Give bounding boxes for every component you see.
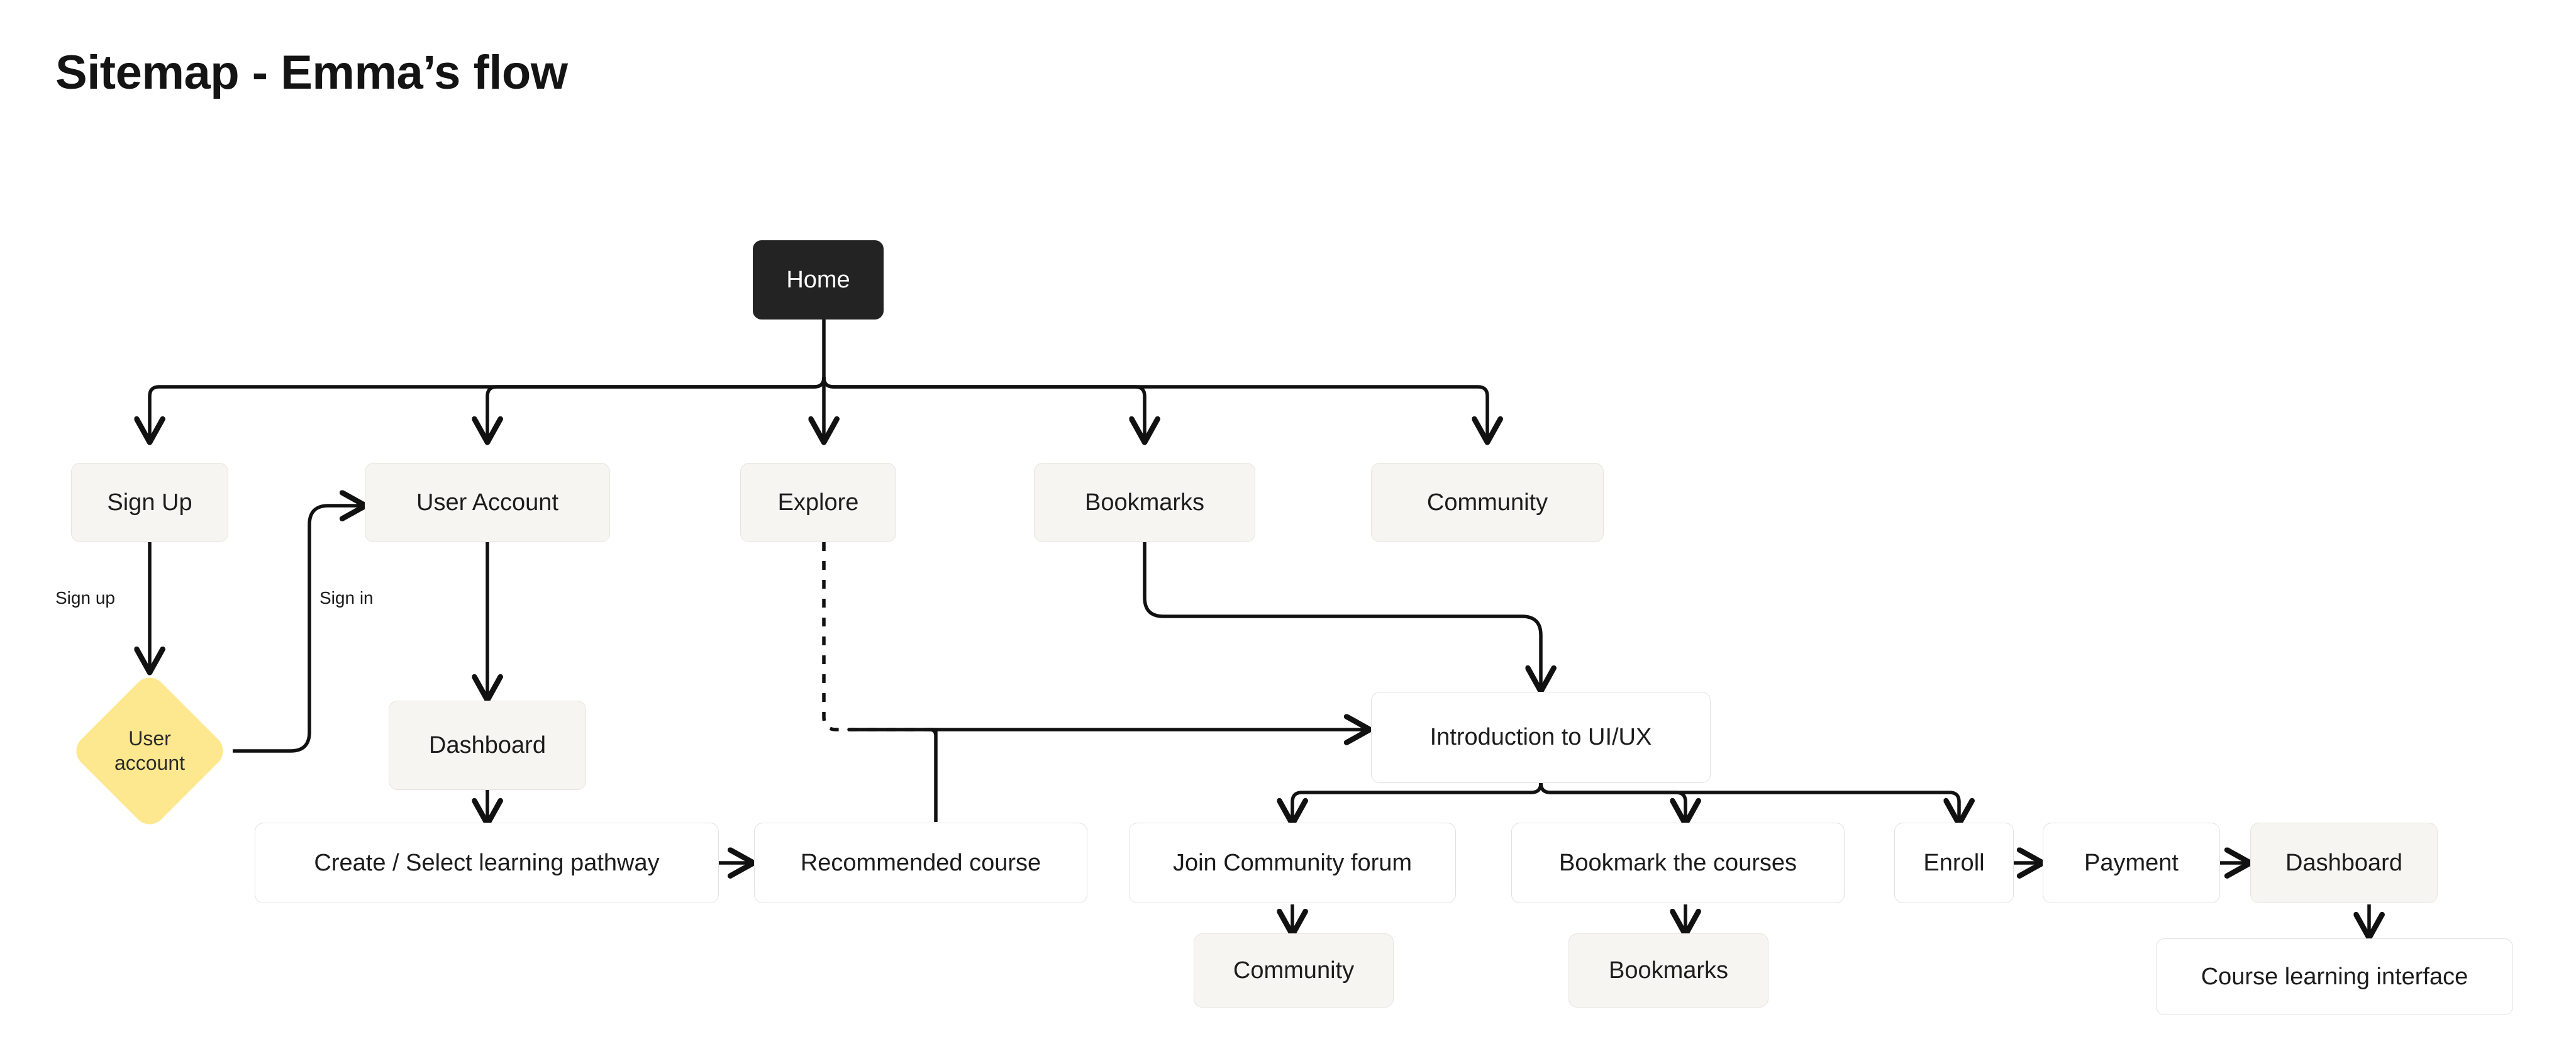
- edge-intro-bookmarkcourses: [1539, 782, 1685, 822]
- node-community-top-label: Community: [1426, 489, 1548, 516]
- node-dashboard-2-label: Dashboard: [2285, 849, 2402, 876]
- node-sign-up-label: Sign Up: [107, 489, 192, 516]
- node-introduction-to-ui-ux-label: Introduction to UI/UX: [1430, 724, 1652, 751]
- node-join-community-forum[interactable]: Join Community forum: [1129, 823, 1456, 903]
- node-payment-label: Payment: [2084, 849, 2179, 876]
- node-course-learning-interface-label: Course learning interface: [2201, 963, 2468, 990]
- edge-intro-joinforum: [1292, 782, 1543, 822]
- node-dashboard-2[interactable]: Dashboard: [2250, 823, 2438, 903]
- node-bookmarks-bottom[interactable]: Bookmarks: [1568, 933, 1768, 1008]
- node-user-account-label: User Account: [416, 489, 558, 516]
- node-bookmarks-top-label: Bookmarks: [1084, 489, 1205, 516]
- edge-home-bookmarks: [822, 377, 1145, 440]
- node-dashboard-1[interactable]: Dashboard: [389, 701, 586, 790]
- node-bookmark-the-courses-label: Bookmark the courses: [1558, 849, 1797, 876]
- node-bookmarks-top[interactable]: Bookmarks: [1034, 463, 1255, 542]
- node-explore-label: Explore: [777, 489, 859, 516]
- node-community-bottom-label: Community: [1233, 957, 1355, 984]
- node-user-account[interactable]: User Account: [365, 463, 610, 542]
- node-explore[interactable]: Explore: [740, 463, 896, 542]
- node-bookmarks-bottom-label: Bookmarks: [1608, 957, 1729, 984]
- edge-home-signup: [150, 377, 826, 440]
- edge-explore-intro-dashed: [822, 542, 938, 731]
- node-recommended-course[interactable]: Recommended course: [754, 823, 1087, 903]
- node-join-community-forum-label: Join Community forum: [1172, 849, 1413, 876]
- node-payment[interactable]: Payment: [2043, 823, 2220, 903]
- node-introduction-to-ui-ux[interactable]: Introduction to UI/UX: [1371, 692, 1711, 783]
- node-create-select-learning-pathway[interactable]: Create / Select learning pathway: [255, 823, 719, 903]
- node-bookmark-the-courses[interactable]: Bookmark the courses: [1511, 823, 1845, 903]
- node-user-account-decision-label: User account: [114, 726, 186, 774]
- node-enroll[interactable]: Enroll: [1894, 823, 2014, 903]
- edge-label-sign-in: Sign in: [319, 588, 374, 608]
- page-title: Sitemap - Emma’s flow: [55, 46, 568, 99]
- node-recommended-course-label: Recommended course: [800, 849, 1041, 876]
- edge-junction-recommended: [847, 728, 938, 822]
- node-course-learning-interface[interactable]: Course learning interface: [2156, 938, 2513, 1015]
- edge-home-community: [822, 377, 1487, 440]
- edge-intro-enroll: [1539, 782, 1959, 822]
- node-home-label: Home: [786, 266, 850, 293]
- node-enroll-label: Enroll: [1923, 849, 1985, 876]
- edge-home-useraccount: [487, 377, 826, 440]
- node-create-select-learning-pathway-label: Create / Select learning pathway: [314, 849, 660, 876]
- edge-bookmarks-intro: [1143, 542, 1541, 689]
- node-community-top[interactable]: Community: [1371, 463, 1604, 542]
- node-sign-up[interactable]: Sign Up: [71, 463, 228, 542]
- node-home[interactable]: Home: [753, 240, 884, 320]
- edge-useraccountd-useraccount: [233, 506, 364, 753]
- edge-label-sign-up: Sign up: [55, 588, 115, 608]
- node-community-bottom[interactable]: Community: [1194, 933, 1394, 1008]
- node-dashboard-1-label: Dashboard: [429, 731, 546, 759]
